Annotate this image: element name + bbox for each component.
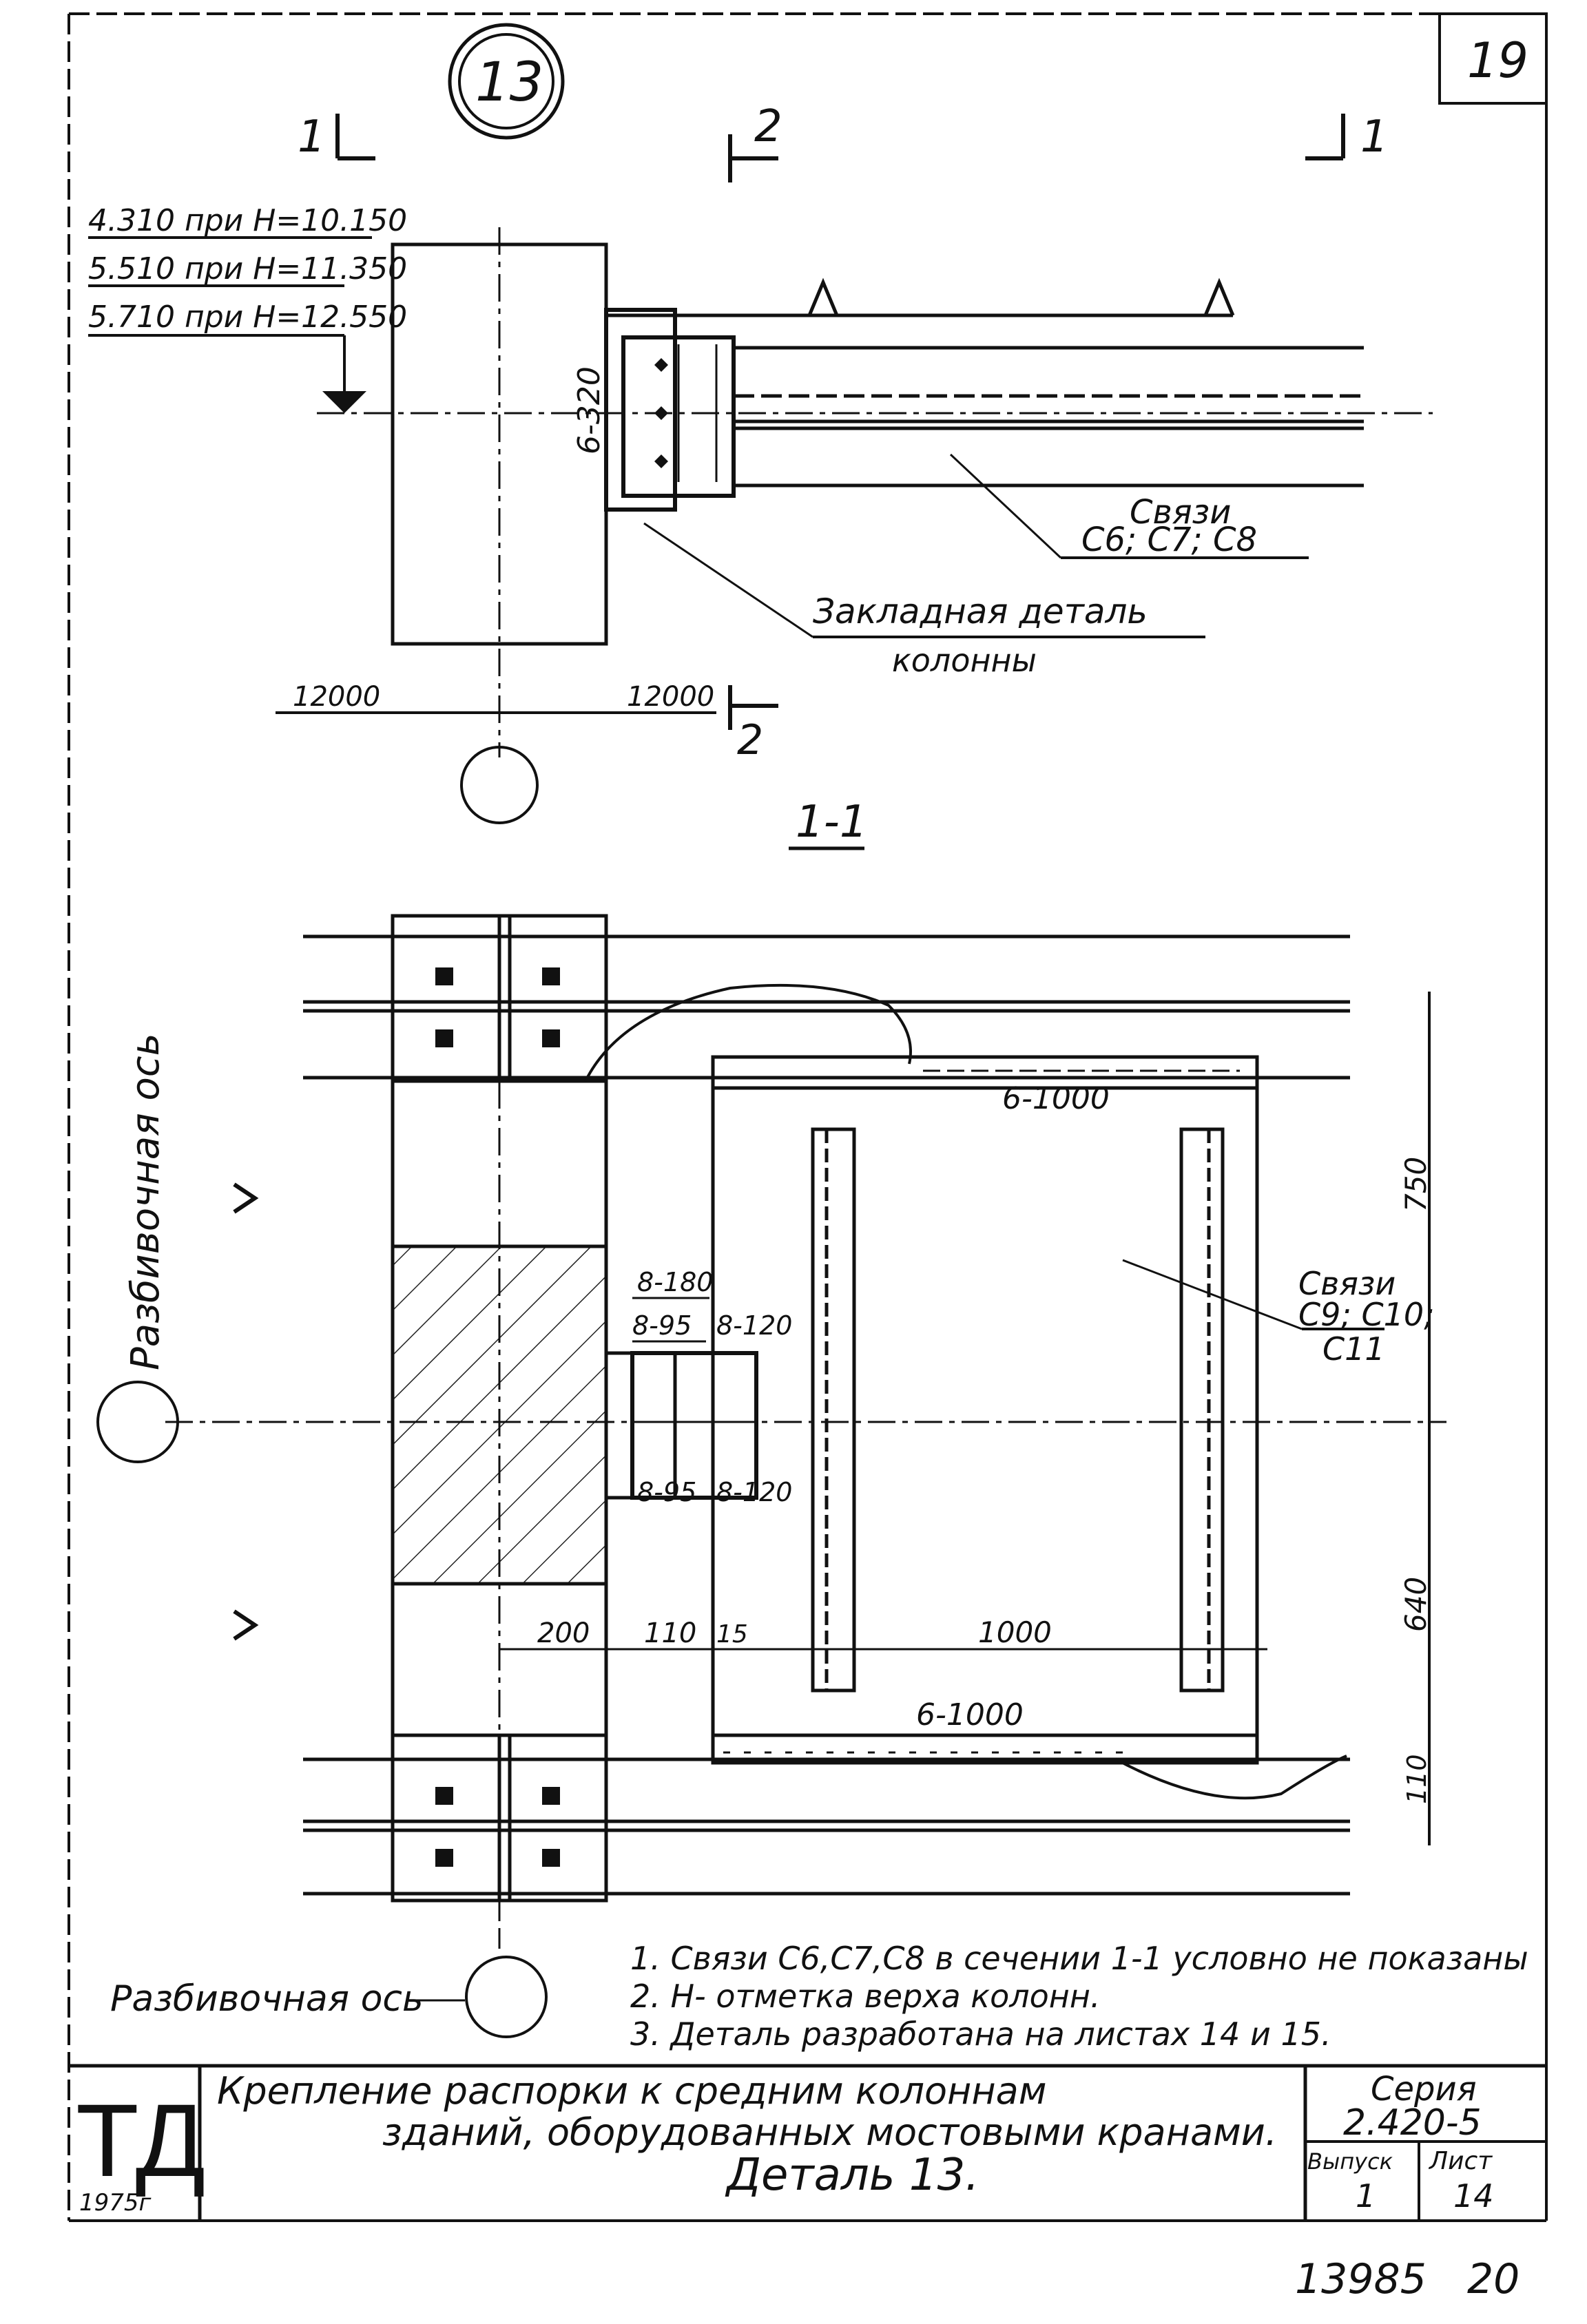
connection-plate bbox=[711, 1055, 1259, 1765]
ties-section-label-1: Связи bbox=[1298, 1265, 1396, 1302]
dim-left-12000: 12000 bbox=[293, 681, 380, 713]
strut-end-section bbox=[630, 1351, 758, 1500]
detail-circle: 13 bbox=[448, 23, 565, 140]
bolt-icon bbox=[542, 967, 560, 985]
series-label: Серия bbox=[1371, 2070, 1477, 2108]
elevation-marker-icon bbox=[322, 391, 366, 413]
section-cut-marks bbox=[233, 1182, 259, 1641]
ties-section-label-3: С11 bbox=[1322, 1330, 1385, 1368]
axis-bubble-plan bbox=[460, 746, 539, 824]
top-bolts bbox=[435, 967, 560, 1047]
axis-label-bottom: Разбивочная ось bbox=[110, 1978, 424, 2020]
issue-value: 1 bbox=[1356, 2177, 1376, 2215]
dim-110-right: 110 bbox=[1402, 1754, 1432, 1804]
bolt-icon bbox=[542, 1849, 560, 1867]
note-1: 1. Связи С6,С7,С8 в сечении 1-1 условно … bbox=[630, 1940, 1528, 1977]
bottom-bolts bbox=[435, 1787, 560, 1867]
dim-750: 750 bbox=[1399, 1157, 1433, 1212]
break-line-bottom bbox=[1115, 1755, 1347, 1800]
dim-640: 640 bbox=[1399, 1577, 1433, 1632]
title-line-2: зданий, оборудованных мостовыми кранами. bbox=[382, 2111, 1277, 2154]
ties-label-plan-1: Связи bbox=[1130, 493, 1231, 532]
bottom-number-left: 13985 bbox=[1295, 2255, 1427, 2303]
bottom-number-right: 20 bbox=[1467, 2255, 1519, 2303]
embed-label-2: колонны bbox=[892, 642, 1037, 679]
ties-label-plan-2: С6; С7; С8 bbox=[1081, 521, 1257, 559]
section-mark-left bbox=[335, 114, 375, 160]
embed-label-1: Закладная деталь bbox=[813, 592, 1148, 631]
weld-bottom-label: 6-1000 bbox=[916, 1697, 1024, 1732]
elevation-label-3: 5.710 при H=12.550 bbox=[88, 300, 407, 335]
sheet-frame bbox=[68, 12, 1548, 2222]
section-1-1: 1-1 Разбивочная ось bbox=[96, 797, 1446, 2038]
bolt-icon bbox=[435, 1787, 453, 1805]
bolt-icon bbox=[435, 967, 453, 985]
dim-200: 200 bbox=[537, 1618, 590, 1649]
series-value: 2.420-5 bbox=[1343, 2102, 1482, 2144]
bolt-icon bbox=[435, 1849, 453, 1867]
logo-td: ТД bbox=[76, 2082, 205, 2198]
notes: 1. Связи С6,С7,С8 в сечении 1-1 условно … bbox=[630, 1940, 1528, 2053]
elevation-label-1: 4.310 при H=10.150 bbox=[88, 203, 407, 238]
elevation-label-2: 5.510 при H=11.350 bbox=[88, 251, 407, 286]
note-3: 3. Деталь разработана на листах 14 и 15. bbox=[630, 2016, 1331, 2053]
weld-marks-icon bbox=[654, 358, 668, 468]
weld-label-plan: 6-320 bbox=[572, 366, 607, 454]
bolt-icon bbox=[542, 1787, 560, 1805]
section-mark-left-label: 1 bbox=[298, 112, 326, 163]
ties-section-label-2: С9; С10; bbox=[1298, 1296, 1435, 1333]
title-line-1: Крепление распорки к средним колоннам bbox=[217, 2069, 1046, 2113]
section-mark-right bbox=[1305, 114, 1345, 160]
weld-120-top-label: 8-120 bbox=[716, 1310, 792, 1341]
weld-95-bot-label: 8-95 bbox=[637, 1477, 696, 1507]
year: 1975г bbox=[79, 2189, 152, 2217]
weld-120-bot-label: 8-120 bbox=[716, 1477, 792, 1507]
detail-number: 13 bbox=[475, 52, 543, 114]
section-mark-2-bottom-label: 2 bbox=[737, 716, 763, 764]
bolt-icon bbox=[542, 1029, 560, 1047]
issue-label: Выпуск bbox=[1307, 2148, 1393, 2175]
section-title: 1-1 bbox=[796, 797, 868, 848]
sheet-number-box: 19 bbox=[1438, 12, 1548, 105]
note-2: 2. H- отметка верха колонн. bbox=[630, 1978, 1101, 2015]
weld-180-label: 8-180 bbox=[637, 1267, 713, 1297]
bolt-icon bbox=[435, 1029, 453, 1047]
title-line-3: Деталь 13. bbox=[725, 2150, 979, 2201]
sheet-value: 14 bbox=[1453, 2177, 1494, 2215]
axis-label-vertical: Разбивочная ось bbox=[123, 1033, 168, 1370]
sheet-label: Лист bbox=[1428, 2147, 1493, 2175]
dim-right-12000: 12000 bbox=[627, 681, 714, 713]
title-block: ТД 1975г Крепление распорки к средним ко… bbox=[69, 2064, 1546, 2221]
sheet-number-top: 19 bbox=[1467, 32, 1528, 89]
weld-top-label: 6-1000 bbox=[1002, 1081, 1110, 1116]
dim-15: 15 bbox=[716, 1620, 748, 1648]
axis-bubble-section bbox=[96, 1381, 179, 1463]
weld-95-top-label: 8-95 bbox=[632, 1310, 692, 1341]
section-mark-right-label: 1 bbox=[1360, 112, 1389, 163]
dim-110: 110 bbox=[644, 1618, 696, 1649]
axis-bubble-bottom bbox=[465, 1956, 548, 2038]
embed-plate-section bbox=[604, 1351, 677, 1500]
section-mark-2-top bbox=[728, 134, 778, 182]
strut-beam-plan bbox=[606, 278, 1364, 488]
bottom-beam bbox=[303, 1733, 1350, 1903]
dim-1000: 1000 bbox=[978, 1615, 1052, 1649]
break-line-top bbox=[584, 983, 912, 1082]
section-mark-2-top-label: 2 bbox=[754, 101, 782, 152]
top-beam bbox=[303, 914, 1350, 1083]
plan-view: 1 1 2 4.310 при H=10.150 5.510 при H=11.… bbox=[88, 101, 1433, 824]
section-mark-2-bottom bbox=[728, 685, 778, 730]
